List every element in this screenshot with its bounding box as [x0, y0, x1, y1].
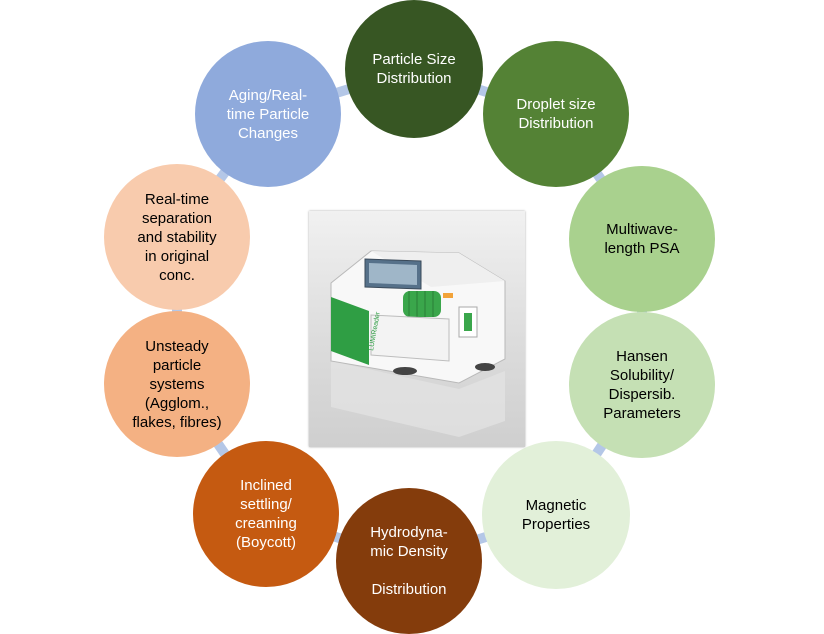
- node-particle-size-distribution: Particle Size Distribution: [345, 0, 483, 138]
- node-hansen-parameters: Hansen Solubility/ Dispersib. Parameters: [569, 312, 715, 458]
- node-aging-particle-changes: Aging/Real- time Particle Changes: [195, 41, 341, 187]
- node-inclined-settling: Inclined settling/ creaming (Boycott): [193, 441, 339, 587]
- node-realtime-separation-stability: Real-time separation and stability in or…: [104, 164, 250, 310]
- node-magnetic-properties: Magnetic Properties: [482, 441, 630, 589]
- node-droplet-size-distribution: Droplet size Distribution: [483, 41, 629, 187]
- node-multiwavelength-psa: Multiwave- length PSA: [569, 166, 715, 312]
- node-hydrodynamic-density-distribution: Hydrodyna- mic Density Distribution: [336, 488, 482, 634]
- center-device-photo: LUMiReader: [309, 211, 525, 447]
- node-unsteady-particle-systems: Unsteady particle systems (Agglom., flak…: [104, 311, 250, 457]
